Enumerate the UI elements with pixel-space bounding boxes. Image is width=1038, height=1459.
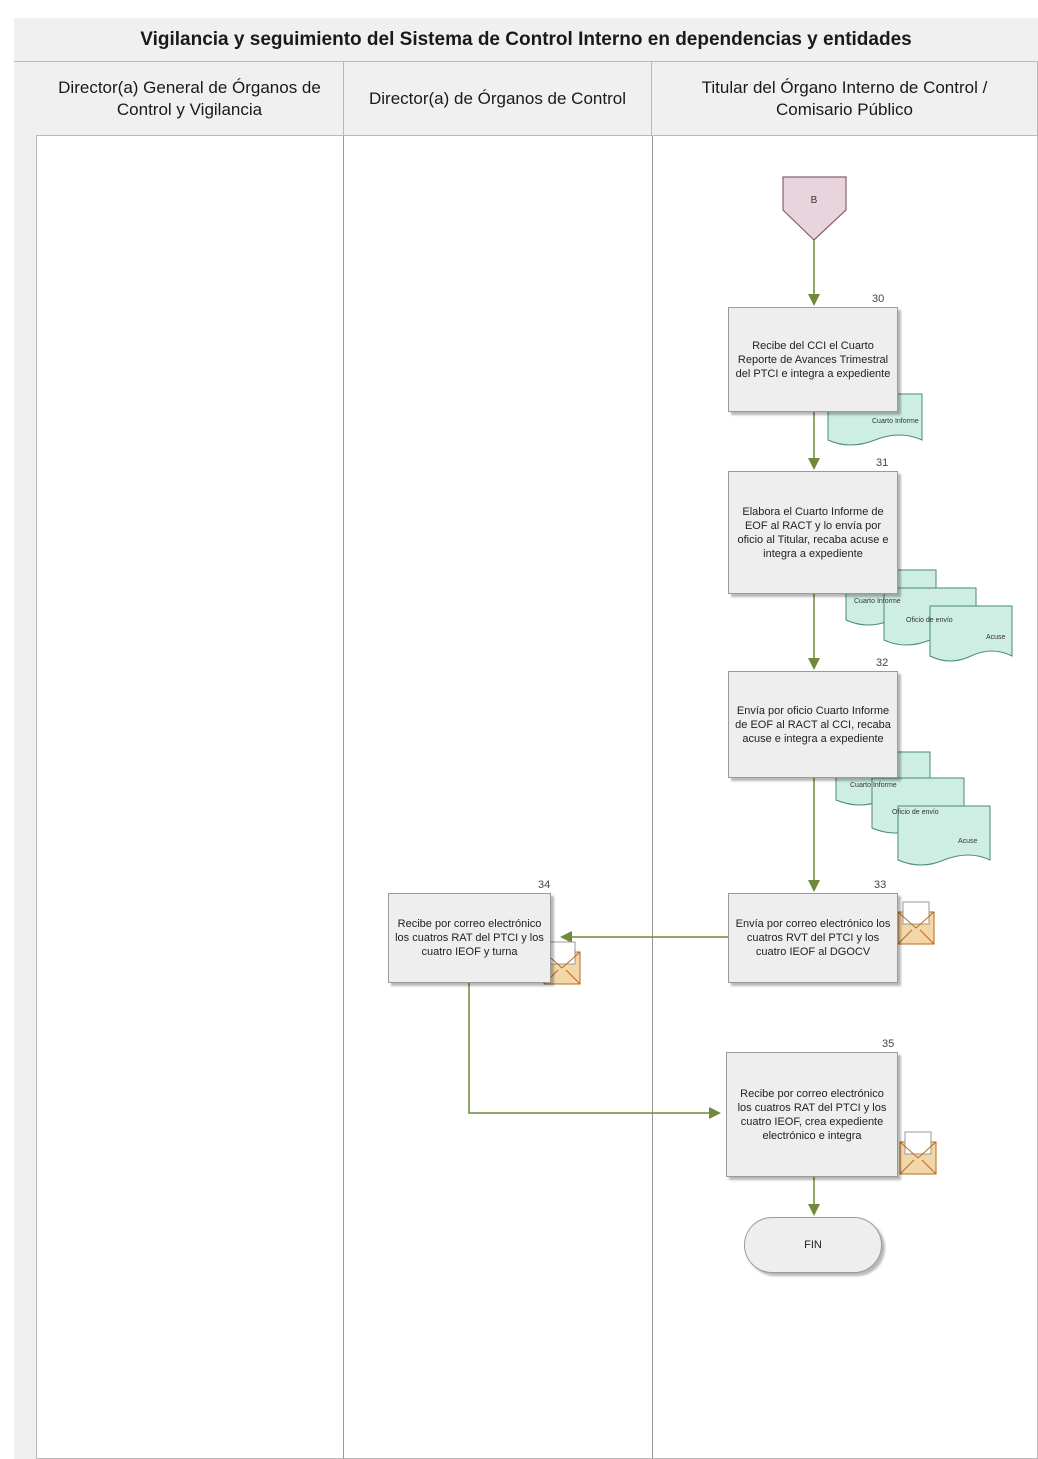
lane-header-dgocv: Director(a) General de Órganos de Contro… bbox=[36, 62, 344, 136]
offpage-connector-b bbox=[782, 176, 847, 241]
step-33-box: Envía por correo electrónico los cuatros… bbox=[728, 893, 898, 983]
lane-divider-1 bbox=[343, 136, 344, 1459]
doc-label-31-acuse: Acuse bbox=[986, 634, 1006, 641]
step-number-32: 32 bbox=[876, 657, 889, 669]
end-terminator: FIN bbox=[744, 1217, 882, 1273]
arrow-34-to-35 bbox=[468, 983, 721, 1119]
lane-header-oic: Titular del Órgano Interno de Control / … bbox=[652, 62, 1038, 136]
step-number-31: 31 bbox=[876, 457, 889, 469]
diagram-title: Vigilancia y seguimiento del Sistema de … bbox=[14, 18, 1038, 62]
step-number-34: 34 bbox=[538, 879, 551, 891]
doc-label-32-acuse: Acuse bbox=[958, 838, 978, 845]
step-30-box: Recibe del CCI el Cuarto Reporte de Avan… bbox=[728, 307, 898, 412]
step-34-box: Recibe por correo electrónico los cuatro… bbox=[388, 893, 551, 983]
lane-divider-2 bbox=[652, 136, 653, 1459]
step-31-box: Elabora el Cuarto Informe de EOF al RACT… bbox=[728, 471, 898, 594]
step-32-box: Envía por oficio Cuarto Informe de EOF a… bbox=[728, 671, 898, 778]
envelope-icon-33 bbox=[897, 901, 935, 945]
doc-acuse-32 bbox=[897, 805, 991, 866]
step-number-35: 35 bbox=[882, 1038, 895, 1050]
step-number-33: 33 bbox=[874, 879, 887, 891]
step-35-box: Recibe por correo electrónico los cuatro… bbox=[726, 1052, 898, 1177]
doc-label-30-cuarto-informe: Cuarto Informe bbox=[872, 418, 919, 425]
doc-label-32-oficio: Oficio de envío bbox=[892, 809, 939, 816]
swimlane-side-strip bbox=[14, 62, 37, 1459]
lane-header-doc: Director(a) de Órganos de Control bbox=[344, 62, 652, 136]
doc-label-31-cuarto-informe: Cuarto Informe bbox=[854, 598, 901, 605]
step-number-30: 30 bbox=[872, 293, 885, 305]
doc-acuse-31 bbox=[929, 605, 1013, 662]
envelope-icon-35 bbox=[899, 1131, 937, 1175]
doc-label-32-cuarto-informe: Cuarto Informe bbox=[850, 782, 897, 789]
offpage-connector-label: B bbox=[810, 195, 818, 206]
doc-label-31-oficio: Oficio de envío bbox=[906, 617, 953, 624]
